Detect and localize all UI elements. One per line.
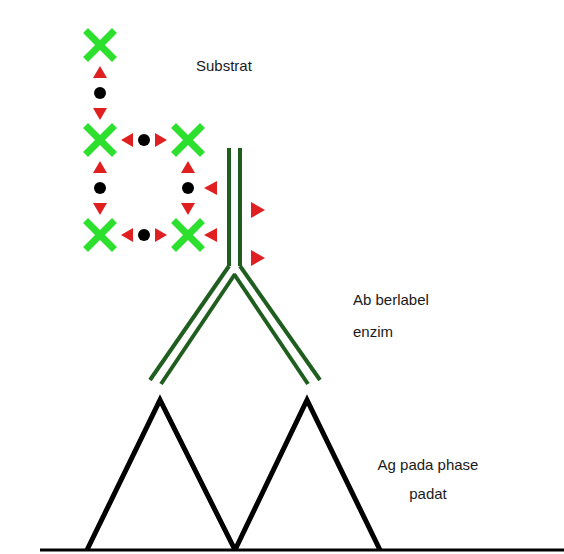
antigen-triangle — [235, 400, 380, 550]
antibody-label: Ab berlabel enzim — [353, 284, 453, 348]
antigen-label: Ag pada phase padat — [372, 450, 484, 508]
substrate-label: Substrat — [196, 56, 316, 76]
antigen-triangle — [87, 400, 235, 550]
solid-phase-line — [40, 549, 564, 552]
link-dot — [94, 87, 194, 241]
antibody — [150, 148, 320, 384]
enzyme-triangle — [93, 66, 265, 266]
substrate-cross — [88, 33, 200, 247]
